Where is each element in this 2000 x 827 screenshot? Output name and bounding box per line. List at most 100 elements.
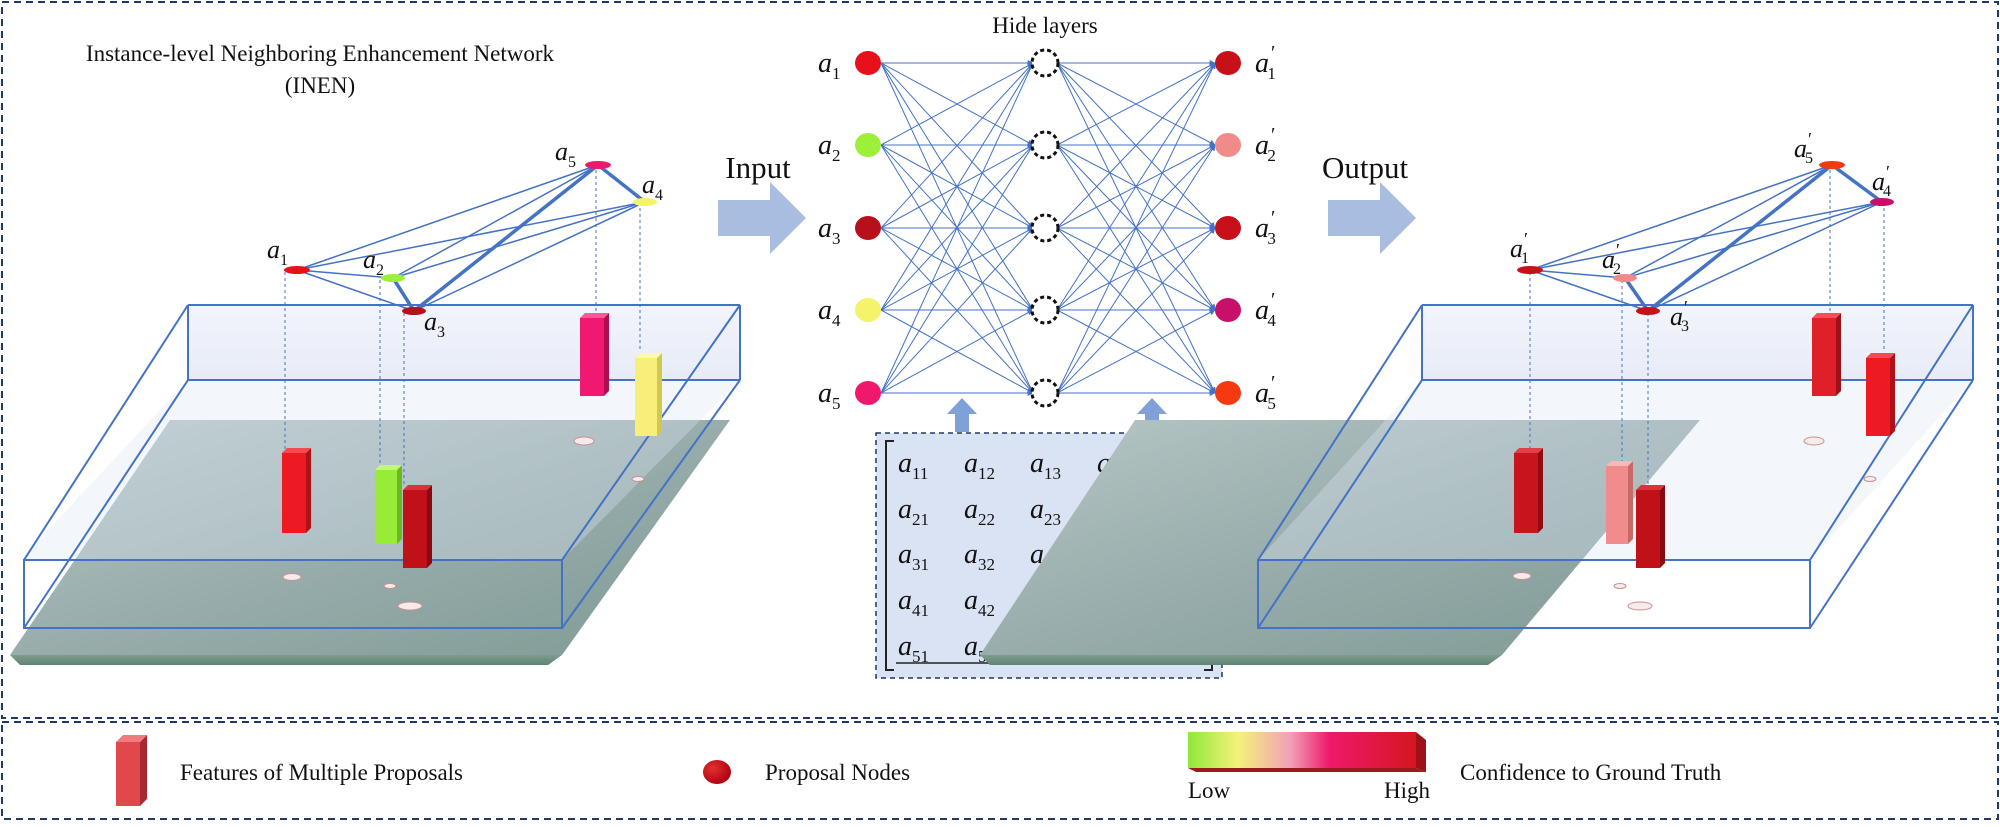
left-boat-1 [573,436,595,446]
right-graph-node-a5 [1819,161,1845,169]
legend-feature-bar-icon [116,735,147,806]
input-label-a2: a2 [818,130,841,165]
left-graph-node-a4 [633,198,657,206]
legend-confidence-label: Confidence to Ground Truth [1460,760,1722,785]
right-label-a5: a′5 [1794,129,1813,167]
right-boat-5 [1627,601,1653,611]
legend-low-label: Low [1188,778,1231,803]
matrix-cell-r1-c2: a12 [964,448,995,483]
right-water-edge [980,655,1502,665]
left-graph-node-a2 [381,274,405,282]
left-label-a4: a4 [642,170,663,204]
legend-panel-border [1,721,1999,820]
input-label-a4: a4 [818,295,841,330]
left-label-a1: a1 [267,235,288,269]
left-graph-node-a3 [402,307,426,315]
input-node-a2 [855,133,881,157]
left-feature-bar-3 [403,485,432,568]
input-label: Input [725,150,791,185]
output-label-a2: a′2 [1255,124,1276,165]
right-feature-bar-1 [1514,448,1543,533]
right-feature-bar-5 [1866,353,1895,436]
edge-hidden-5-output-3 [1056,227,1216,394]
left-water-edge [10,655,562,665]
left-scene: a1 a2 a3 a4 a5 [10,137,741,665]
right-label-a4: a′4 [1872,162,1891,200]
edge-hidden-2-output-1 [1056,62,1216,146]
edge-hidden-5-output-4 [1056,309,1216,394]
output-label-a3: a′3 [1255,207,1276,248]
hidden-node-2 [1030,130,1060,160]
input-node-a3 [855,216,881,240]
left-label-a2: a2 [363,245,384,279]
left-label-a3: a3 [424,307,445,341]
left-water-image [10,420,730,655]
output-node-a3 [1215,216,1241,240]
input-arrow [718,182,806,254]
input-label-a5: a5 [818,378,841,413]
edge-input-5-hidden-3 [880,227,1034,394]
left-boat-3 [282,573,302,581]
input-label-a3: a3 [818,213,841,248]
edge-hidden-5-output-1 [1056,62,1216,394]
edge-hidden-5-output-2 [1056,144,1216,394]
edge-input-5-hidden-2 [880,144,1034,394]
edge-input-5-hidden-4 [880,309,1034,394]
hidden-node-3 [1030,213,1060,243]
matrix-cell-r3-c1: a31 [898,539,929,574]
left-graph-edges [296,164,646,312]
right-feature-bar-3 [1636,485,1665,568]
matrix-cell-r2-c3: a23 [1030,494,1061,529]
diagram-title-line2: (INEN) [285,73,355,98]
hidden-node-4 [1030,295,1060,325]
matrix-bracket-left [885,440,894,671]
right-boat-2 [1863,476,1877,482]
legend-high-label: High [1384,778,1431,803]
matrix-cell-r5-c1: a51 [898,631,929,666]
output-node-a2 [1215,133,1241,157]
output-label-a5: a′5 [1255,372,1276,413]
left-boat-4 [383,583,397,589]
input-node-a4 [855,298,881,322]
right-feature-bar-2 [1606,461,1633,544]
legend-confidence-gradient [1188,732,1426,772]
legend: Features of Multiple Proposals Proposal … [116,732,1722,806]
matrix-cell-r2-c2: a22 [964,494,995,529]
right-graph-node-a4 [1870,198,1894,206]
edge-hidden-3-output-1 [1056,62,1216,229]
legend-nodes-label: Proposal Nodes [765,760,910,785]
input-node-a5 [855,381,881,405]
matrix-arrow-right [1137,398,1167,432]
left-projection-lines [284,170,641,485]
right-boat-3 [1512,572,1532,580]
output-label-a4: a′4 [1255,289,1276,330]
right-feature-bar-4 [1812,313,1841,396]
output-node-a1 [1215,51,1241,75]
right-label-a2: a′2 [1602,240,1621,278]
edge-input-2-hidden-1 [880,62,1034,146]
output-label: Output [1322,150,1409,185]
matrix-cell-r4-c1: a41 [898,585,929,620]
hidden-layers-label: Hide layers [992,13,1097,38]
left-graph-strong-edges [391,163,647,313]
edge-input-4-hidden-1 [880,62,1034,311]
right-projection-lines [1529,170,1885,485]
left-feature-bar-4 [580,313,609,396]
right-graph-node-a2 [1613,274,1637,282]
right-label-a1: a′1 [1510,229,1529,267]
matrix-cell-r3-c2: a32 [964,539,995,574]
left-boat-5 [397,601,423,611]
right-graph-node-a3 [1636,307,1660,315]
diagram-title-line1: Instance-level Neighboring Enhancement N… [86,41,555,66]
left-feature-bar-5 [635,353,662,436]
matrix-cell-r4-c2: a42 [964,585,995,620]
network-edges [880,60,1216,396]
output-label-a1: a′1 [1255,42,1276,83]
matrix-cell-r1-c3: a13 [1030,448,1061,483]
right-graph-edges [1529,164,1883,312]
network-nodes [855,48,1241,408]
output-node-a4 [1215,298,1241,322]
output-node-a5 [1215,381,1241,405]
